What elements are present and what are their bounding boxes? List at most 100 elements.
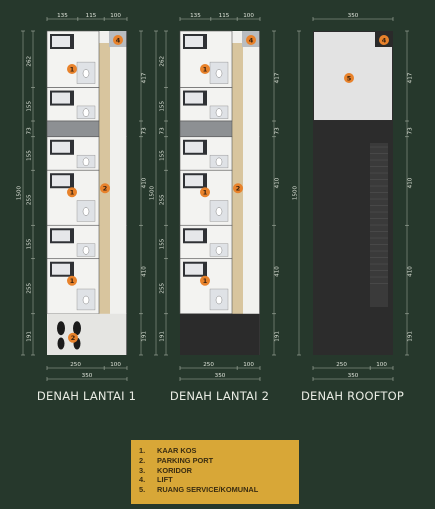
right-dimension-label: 73: [275, 127, 281, 135]
plan-title-rooftop: DENAH ROOFTOP: [300, 389, 404, 403]
left-dimension-label: 255: [27, 282, 33, 293]
hall-strip: [179, 120, 233, 138]
toilet-icon: [215, 69, 223, 78]
bed-sheet: [52, 230, 70, 242]
motorcycle: [57, 321, 65, 336]
legend-item: 4. LIFT: [139, 475, 291, 485]
right-dimension-label: 410: [408, 266, 414, 277]
left-dimension-label: 155: [160, 238, 166, 249]
top-dimension-label: 135: [57, 13, 68, 19]
top-dimension-label: 115: [219, 13, 230, 19]
left-dimension-label: 262: [160, 56, 166, 67]
right-dimension-label: 410: [275, 266, 281, 277]
room-number-badge-label: 2: [71, 334, 76, 342]
right-dimension-label: 410: [142, 177, 148, 188]
right-dimension-label: 417: [142, 72, 148, 83]
toilet-icon: [215, 246, 223, 255]
room-number-badge: [113, 35, 123, 45]
legend-item: 1. KAAR KOS: [139, 446, 291, 456]
bottom-dimension-label: 100: [243, 362, 254, 368]
right-dimension-label: 410: [275, 177, 281, 188]
left-dimension-label: 191: [27, 331, 33, 342]
room-number-badge-label: 1: [203, 65, 208, 73]
toilet-icon: [215, 295, 223, 305]
room-number-badge: [200, 187, 210, 198]
toilet-icon: [215, 108, 223, 117]
right-dimension-label: 73: [142, 127, 148, 135]
left-dimension-label: 191: [160, 331, 166, 342]
room-number-badge-label: 1: [203, 189, 208, 197]
toilet-icon: [215, 157, 223, 167]
left-dimension-label: 155: [27, 101, 33, 112]
parking-area: [47, 313, 127, 355]
room-number-badge: [100, 183, 110, 194]
bottom-total-label: 350: [348, 373, 359, 379]
legend-number: 4.: [139, 475, 146, 485]
left-dimension-label: 262: [27, 56, 33, 67]
left-dimension-label: 255: [160, 282, 166, 293]
legend-label: KORIDOR: [157, 465, 192, 475]
parking-area: [180, 313, 260, 355]
right-dimension-label: 417: [275, 72, 281, 83]
total-height-label: 1500: [150, 185, 156, 200]
legend-item: 5.RUANG SERVICE/KOMUNAL: [139, 485, 291, 495]
room-number-badge-label: 4: [116, 36, 121, 44]
legend-label: LIFT: [157, 475, 173, 485]
room-number-badge: [67, 275, 77, 286]
bed-sheet: [185, 175, 203, 187]
bottom-dimension-label: 100: [376, 362, 387, 368]
bed-sheet: [185, 36, 203, 47]
toilet-icon: [82, 108, 90, 117]
room-number-badge: [246, 35, 256, 45]
right-dimension-label: 191: [142, 331, 148, 342]
left-dimension-label: 155: [160, 101, 166, 112]
room-number-badge-label: 4: [249, 36, 254, 44]
room-number-badge-label: 2: [103, 185, 108, 193]
bed-sheet: [185, 141, 203, 153]
left-dimension-label: 73: [27, 127, 33, 135]
bed-sheet: [52, 263, 70, 275]
legend-label: KAAR KOS: [157, 446, 197, 455]
koridor-corridor: [232, 43, 243, 319]
bottom-total-label: 350: [215, 373, 226, 379]
bottom-dimension-label: 250: [203, 362, 214, 368]
left-dimension-label: 155: [27, 150, 33, 161]
legend-number: 3.: [139, 465, 146, 475]
top-dimension-label: 100: [243, 13, 254, 19]
bed-sheet: [185, 92, 203, 104]
right-dimension-label: 191: [275, 331, 281, 342]
room-number-badge-label: 4: [382, 36, 387, 44]
legend-number: 1.: [139, 446, 146, 455]
bed-sheet: [52, 175, 70, 187]
room-number-badge-label: 1: [70, 277, 75, 285]
legend-item: 2.PARKING PORT: [139, 456, 291, 466]
top-dimension-label: 135: [190, 13, 201, 19]
legend-item: 3. KORIDOR: [139, 466, 291, 476]
toilet-icon: [82, 207, 90, 216]
motorcycle: [73, 321, 81, 336]
bed-sheet: [52, 92, 70, 104]
left-dimension-label: 73: [160, 127, 166, 135]
right-dimension-label: 410: [142, 266, 148, 277]
top-dimension-label: 100: [110, 13, 121, 19]
room-number-badge-label: 1: [70, 189, 75, 197]
room-number-badge-label: 1: [203, 277, 208, 285]
left-dimension-label: 255: [160, 194, 166, 205]
bed-sheet: [52, 141, 70, 153]
toilet-icon: [215, 207, 223, 216]
bed-sheet: [52, 36, 70, 47]
toilet-icon: [82, 246, 90, 255]
total-height-label: 1500: [293, 185, 299, 200]
bed-sheet: [185, 230, 203, 242]
bottom-dimension-label: 250: [70, 362, 81, 368]
total-height-label: 1500: [17, 185, 23, 200]
legend-label: RUANG SERVICE/KOMUNAL: [157, 485, 259, 495]
room-number-badge-label: 1: [70, 65, 75, 73]
toilet-icon: [82, 295, 90, 305]
room-number-badge: [67, 187, 77, 198]
room-number-badge-label: 5: [347, 74, 352, 82]
room-number-badge: [67, 64, 77, 74]
room-number-badge: [200, 275, 210, 286]
top-dimension-label: 350: [348, 13, 359, 19]
